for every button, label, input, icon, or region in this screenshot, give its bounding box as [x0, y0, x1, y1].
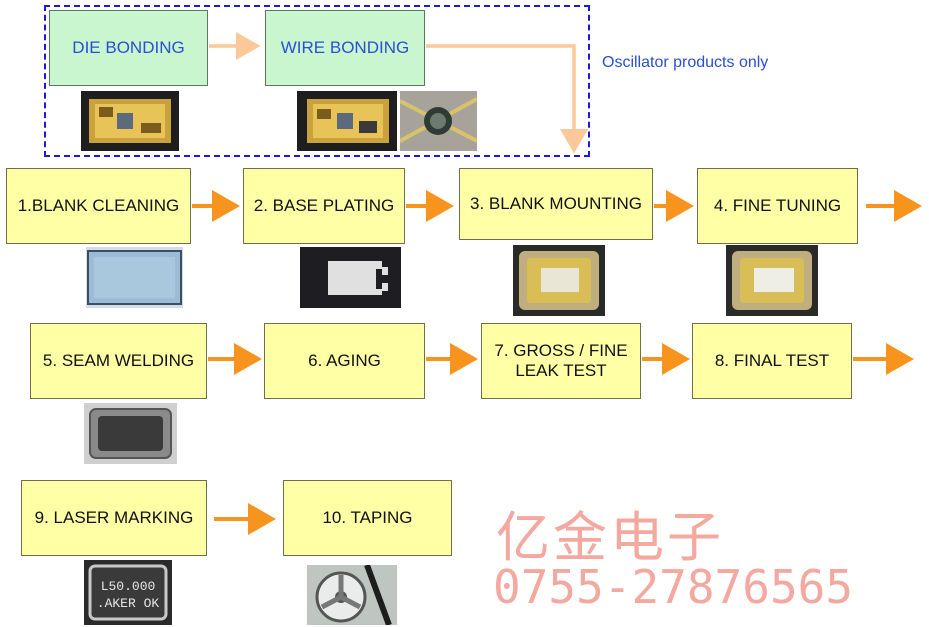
blank-cleaning-photo: [86, 247, 183, 308]
arrow-wire-down: [426, 44, 588, 154]
watermark-phone: 0755-27876565: [493, 560, 854, 614]
wire-bonding-box: WIRE BONDING: [265, 10, 425, 86]
step-base-plating: 2. BASE PLATING: [243, 168, 405, 244]
step-leak-test: 7. GROSS / FINE LEAK TEST: [481, 323, 641, 399]
step-laser-marking: 9. LASER MARKING: [21, 480, 207, 556]
oscillator-note: Oscillator products only: [602, 54, 769, 71]
fine-tuning-photo: [726, 245, 818, 316]
step-fine-tuning: 4. FINE TUNING: [697, 168, 858, 244]
step-taping: 10. TAPING: [283, 480, 452, 556]
step-aging: 6. AGING: [264, 323, 425, 399]
seam-welding-photo: [84, 403, 177, 464]
step-final-test: 8. FINAL TEST: [692, 323, 852, 399]
die-bonding-box: DIE BONDING: [49, 10, 208, 86]
marking-line-1: L50.000: [101, 579, 156, 594]
taping-reel-photo: [307, 565, 397, 625]
step-seam-welding: 5. SEAM WELDING: [30, 323, 207, 399]
oscillator-only-group: [44, 5, 590, 157]
wire-bonding-photo-2: [400, 91, 477, 151]
die-bonding-photo: [81, 91, 179, 151]
marking-line-2: .AKER OK: [97, 596, 160, 611]
base-plating-photo: [300, 247, 401, 308]
wire-bonding-photo-1: [297, 91, 397, 151]
step-blank-cleaning: 1.BLANK CLEANING: [6, 168, 191, 244]
step-blank-mounting: 3. BLANK MOUNTING: [459, 168, 653, 240]
laser-marking-photo: L50.000 .AKER OK: [84, 560, 172, 625]
blank-mounting-photo: [513, 245, 605, 316]
watermark-company-name: 亿金电子: [496, 506, 724, 569]
